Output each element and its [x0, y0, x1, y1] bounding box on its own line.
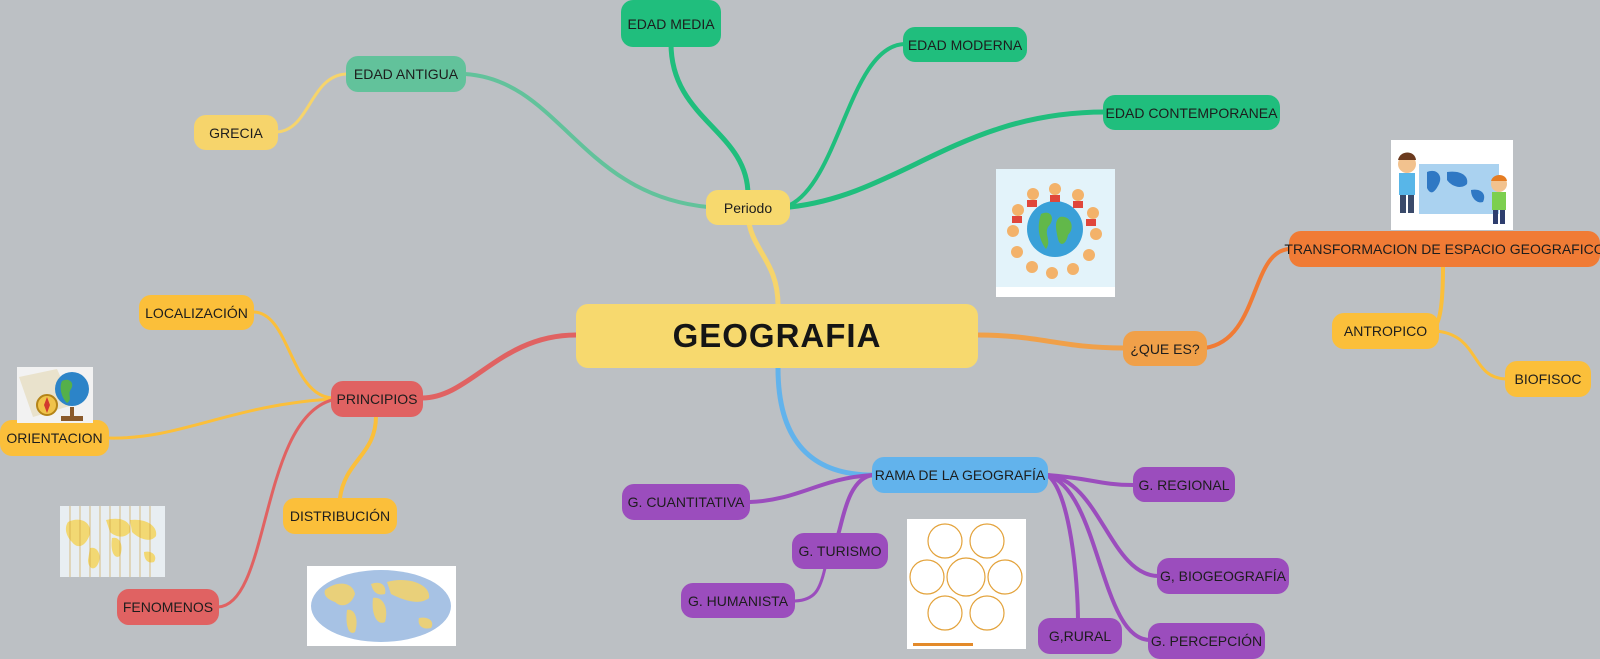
node-distribucion[interactable]: DISTRIBUCIÓN	[283, 498, 397, 534]
node-edad-moderna[interactable]: EDAD MODERNA	[903, 27, 1027, 62]
node-fenomenos[interactable]: FENOMENOS	[117, 589, 219, 625]
link-rama-biogeografia	[1045, 473, 1160, 578]
link-periodo-edad-antigua	[463, 72, 710, 209]
link-antropico-biofisoc	[1434, 329, 1508, 381]
node-grecia[interactable]: GRECIA	[194, 115, 278, 150]
link-principios-orientacion	[106, 397, 334, 440]
compass-globe-image	[17, 367, 93, 423]
node-rama-geografia[interactable]: RAMA DE LA GEOGRAFÍA	[872, 457, 1048, 493]
node-biofisoc[interactable]: BIOFISOC	[1505, 361, 1591, 397]
node-que-es[interactable]: ¿QUE ES?	[1123, 331, 1207, 366]
link-periodo-edad-contemporanea	[787, 109, 1108, 210]
node-periodo[interactable]: Periodo	[706, 190, 790, 225]
link-turismo-humanista	[793, 566, 827, 603]
node-g-humanista[interactable]: G. HUMANISTA	[681, 583, 795, 618]
node-antropico[interactable]: ANTROPICO	[1332, 313, 1439, 349]
link-root-principios	[419, 332, 579, 401]
world-map-image	[307, 566, 456, 646]
time-zones-map-image	[60, 506, 165, 577]
node-edad-antigua[interactable]: EDAD ANTIGUA	[346, 56, 466, 92]
node-g-cuantitativa[interactable]: G. CUANTITATIVA	[622, 484, 750, 520]
node-orientacion[interactable]: ORIENTACION	[0, 420, 109, 456]
link-rama-rural	[1045, 473, 1080, 624]
link-root-que-es	[975, 332, 1127, 351]
node-edad-contemporanea[interactable]: EDAD CONTEMPORANEA	[1103, 95, 1280, 130]
node-principios[interactable]: PRINCIPIOS	[331, 381, 423, 417]
node-g-percepcion[interactable]: G. PERCEPCIÓN	[1148, 623, 1265, 659]
children-globe-image	[996, 169, 1115, 297]
node-g-rural[interactable]: G,RURAL	[1038, 618, 1122, 654]
link-root-periodo	[745, 212, 781, 308]
link-principios-fenomenos	[216, 398, 334, 609]
node-g-biogeografia[interactable]: G, BIOGEOGRAFÍA	[1157, 558, 1289, 594]
link-rama-turismo	[836, 473, 875, 537]
node-transformacion[interactable]: TRANSFORMACION DE ESPACIO GEOGRAFICO	[1284, 231, 1600, 267]
central-topic-geografia[interactable]: GEOGRAFIA	[576, 304, 978, 368]
node-g-turismo[interactable]: G. TURISMO	[792, 533, 888, 569]
kids-map-image	[1391, 140, 1513, 230]
link-principios-localizacion	[251, 310, 334, 400]
link-periodo-edad-media	[668, 39, 751, 198]
link-principios-distribucion	[338, 414, 378, 500]
node-localizacion[interactable]: LOCALIZACIÓN	[139, 295, 254, 330]
link-antigua-grecia	[275, 72, 348, 134]
link-root-rama	[775, 365, 876, 478]
link-que-es-transformacion	[1203, 247, 1292, 350]
link-periodo-edad-moderna	[788, 42, 907, 207]
link-rama-percepcion	[1045, 473, 1152, 642]
node-edad-media[interactable]: EDAD MEDIA	[621, 0, 721, 47]
node-g-regional[interactable]: G. REGIONAL	[1133, 467, 1235, 502]
venn-diagram-image	[907, 519, 1026, 649]
link-rama-cuantitativa	[748, 473, 875, 504]
